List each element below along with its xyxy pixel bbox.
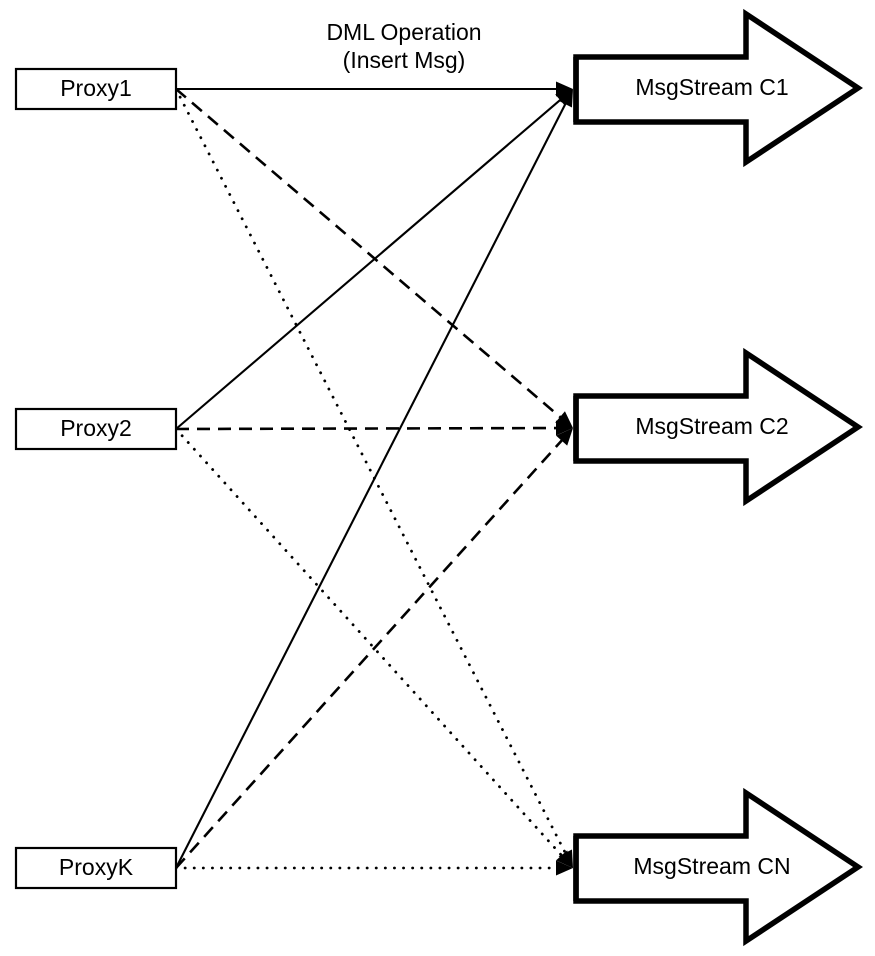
proxy-box-rect bbox=[14, 407, 178, 451]
proxy-box-rect bbox=[14, 67, 178, 111]
edges-layer bbox=[174, 87, 571, 870]
msgstream-label: MsgStream CN bbox=[633, 853, 790, 879]
msgstream-arrow-shape bbox=[573, 8, 863, 168]
edge-proxy1-to-c2 bbox=[175, 88, 568, 424]
dml-operation-annotation: DML Operation (Insert Msg) bbox=[326, 19, 481, 73]
proxy-label: Proxy1 bbox=[60, 75, 132, 101]
msgstream-stream_c1[interactable]: MsgStream C1 bbox=[573, 8, 863, 168]
edge-proxy2-to-c2 bbox=[175, 426, 566, 431]
arrowhead-proxyK-to-cn bbox=[556, 860, 573, 876]
proxy-box-rect bbox=[14, 846, 178, 890]
msgstream-arrow-shape bbox=[573, 347, 863, 507]
proxy-box-proxy2[interactable]: Proxy2 bbox=[14, 407, 178, 451]
proxy-label: ProxyK bbox=[59, 854, 134, 880]
msgstream-stream_c2[interactable]: MsgStream C2 bbox=[573, 347, 863, 507]
proxy-box-proxy1[interactable]: Proxy1 bbox=[14, 67, 178, 111]
arrowhead-proxy1-to-c1 bbox=[556, 81, 573, 97]
arrowheads-layer bbox=[555, 81, 573, 876]
msgstream-label: MsgStream C2 bbox=[635, 413, 788, 439]
proxy-label: Proxy2 bbox=[60, 415, 132, 441]
arrowhead-proxy2-to-cn bbox=[556, 850, 573, 868]
edge-proxyK-to-c1 bbox=[175, 95, 571, 869]
edge-proxy2-to-c1 bbox=[175, 93, 568, 430]
proxy-box-proxyK[interactable]: ProxyK bbox=[14, 846, 178, 890]
annotation-line-2: (Insert Msg) bbox=[343, 47, 466, 73]
edge-proxyK-to-c2 bbox=[175, 433, 569, 869]
msgstream-stream_cn[interactable]: MsgStream CN bbox=[573, 787, 863, 947]
msgstream-arrow-shape bbox=[573, 787, 863, 947]
edge-proxy2-to-cn bbox=[174, 427, 570, 864]
annotation-line-1: DML Operation bbox=[326, 19, 481, 45]
streams-layer: MsgStream C1 MsgStream C2 MsgStream CN bbox=[573, 8, 863, 947]
edge-proxy1-to-cn bbox=[174, 87, 571, 863]
arrowhead-proxyK-to-c1 bbox=[558, 89, 573, 108]
arrowhead-proxy2-to-c2 bbox=[555, 420, 573, 436]
msgstream-label: MsgStream C1 bbox=[635, 74, 788, 100]
arrowhead-proxyK-to-c2 bbox=[556, 428, 573, 446]
